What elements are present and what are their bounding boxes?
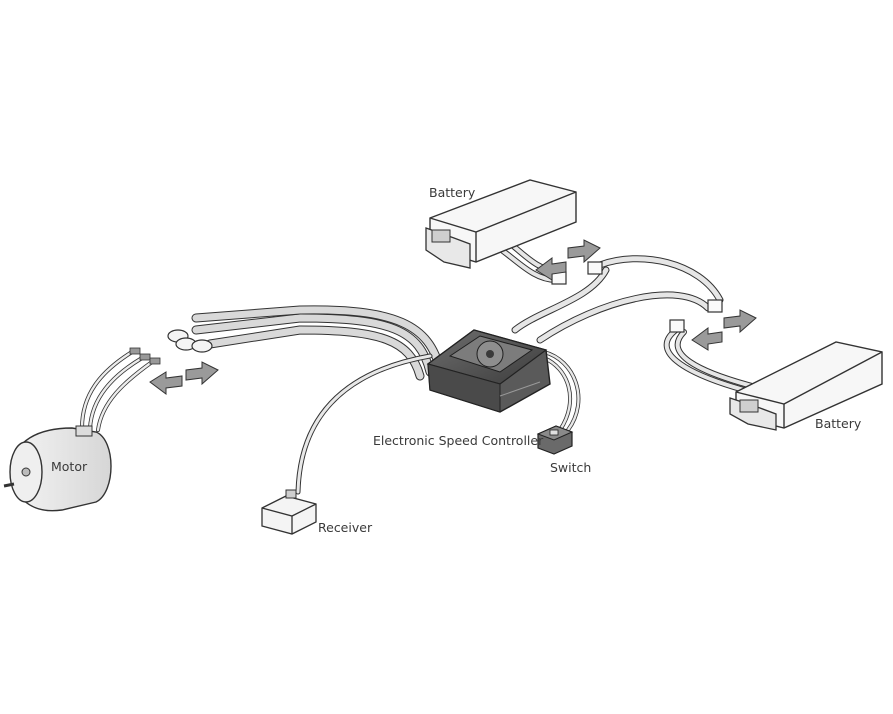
receiver-icon bbox=[261, 489, 317, 535]
battery-icon bbox=[425, 179, 577, 269]
esc-battery-leads bbox=[511, 255, 724, 344]
battery-connectors bbox=[551, 261, 723, 333]
esc-icon bbox=[426, 329, 551, 413]
motor-label: Motor bbox=[51, 459, 88, 474]
switch-wires bbox=[542, 350, 581, 432]
battery-top-label: Battery bbox=[429, 185, 476, 200]
right-battery-leads bbox=[663, 327, 755, 393]
receiver-wire bbox=[295, 353, 433, 495]
motor-lead-wires bbox=[80, 350, 154, 432]
esc-label: Electronic Speed Controller bbox=[373, 433, 544, 448]
motor-phase-wires bbox=[191, 305, 445, 381]
motor-icon bbox=[3, 425, 112, 512]
arrow-icon bbox=[149, 239, 757, 395]
battery-icon bbox=[729, 341, 883, 431]
receiver-label: Receiver bbox=[318, 520, 373, 535]
battery-right-label: Battery bbox=[815, 416, 862, 431]
switch-label: Switch bbox=[550, 460, 592, 475]
switch-icon bbox=[536, 425, 574, 455]
bullet-connector-icon bbox=[129, 329, 213, 365]
